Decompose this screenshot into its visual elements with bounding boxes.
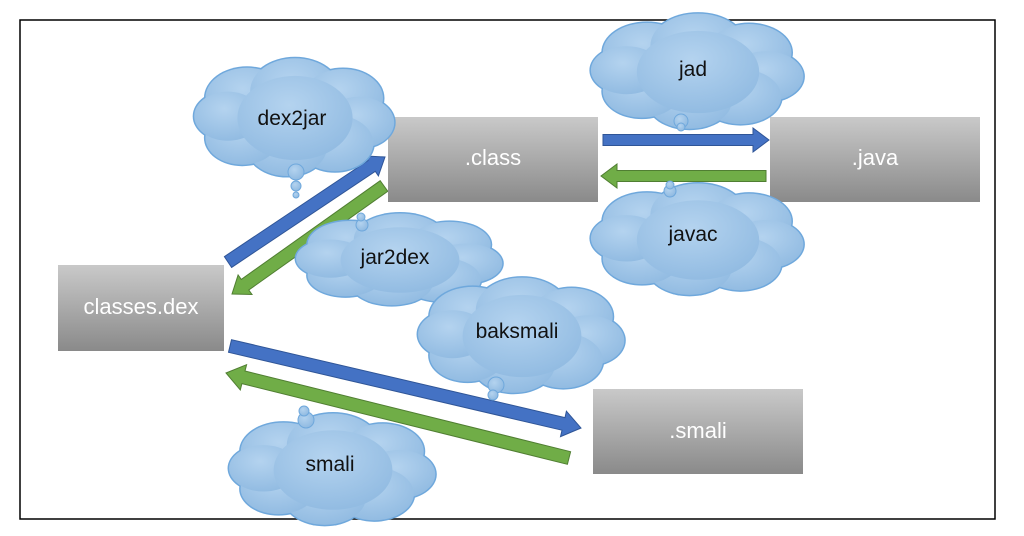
node-dex-box bbox=[58, 265, 224, 351]
clouds-layer bbox=[192, 12, 805, 527]
tool-baksmali-cloud bbox=[416, 276, 626, 401]
arrows-layer bbox=[223, 127, 770, 465]
node-java-box bbox=[770, 117, 980, 202]
node-smali: .smali bbox=[593, 389, 803, 474]
node-dex: classes.dex bbox=[58, 265, 224, 351]
node-java-label: .java bbox=[852, 145, 899, 170]
tool-jar2dex-cloud bbox=[294, 212, 504, 307]
node-class-label: .class bbox=[465, 145, 521, 170]
tool-dex2jar-label: dex2jar bbox=[258, 107, 327, 130]
arrow-class-to-java bbox=[602, 127, 770, 153]
tool-javac-label: javac bbox=[667, 223, 717, 246]
node-java: .java bbox=[770, 117, 980, 202]
tool-jar2dex-label: jar2dex bbox=[360, 246, 430, 269]
arrow-java-to-class bbox=[600, 163, 767, 189]
arrow-dex-to-class bbox=[223, 155, 386, 269]
tool-javac-cloud bbox=[589, 180, 805, 297]
tool-dex2jar-cloud bbox=[192, 56, 396, 199]
arrow-dex-to-smali bbox=[227, 339, 582, 438]
arrow-smali-to-dex bbox=[225, 363, 572, 465]
node-class-box bbox=[388, 117, 598, 202]
tool-smali-cloud bbox=[227, 405, 437, 527]
tool-smali-label: smali bbox=[305, 453, 354, 476]
tool-jad-cloud bbox=[589, 12, 805, 132]
tool-jad-label: jad bbox=[678, 58, 707, 81]
node-smali-box bbox=[593, 389, 803, 474]
node-class: .class bbox=[388, 117, 598, 202]
node-dex-label: classes.dex bbox=[84, 294, 199, 319]
tool-baksmali-label: baksmali bbox=[476, 320, 559, 343]
node-smali-label: .smali bbox=[669, 418, 726, 443]
